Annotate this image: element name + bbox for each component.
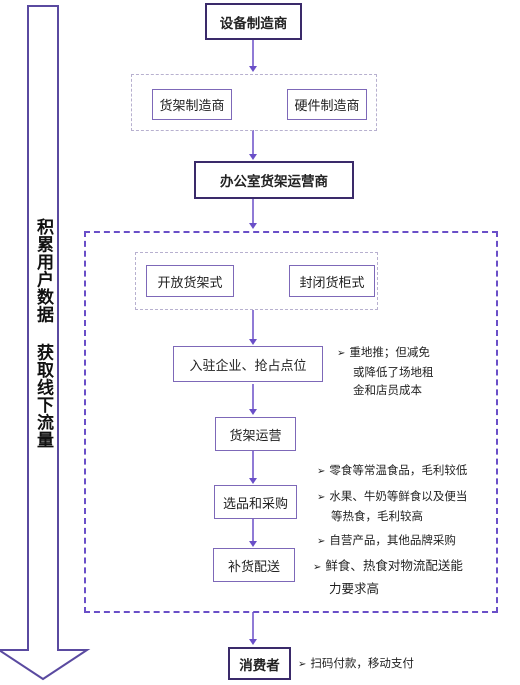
node-open-shelf: 开放货架式 [146,265,234,297]
side-label: 积累用户数据 获取线下流量 [33,218,53,449]
note-enter-company: ➢重地推；但减免 或降低了场地租 金和店员成本 [337,345,434,397]
operation-frame [84,231,498,613]
node-office-shelf-operator: 办公室货架运营商 [194,161,354,199]
node-closed-cabinet: 封闭货柜式 [289,265,375,297]
node-restock-delivery: 补货配送 [213,548,295,582]
arrowhead-8 [249,639,257,645]
arrowhead-3 [249,223,257,229]
node-enter-company: 入驻企业、抢占点位 [173,346,323,382]
node-consumer: 消费者 [228,647,291,680]
node-shelf-operation: 货架运营 [215,417,296,451]
arrowhead-7 [249,541,257,547]
arrowhead-4 [249,339,257,345]
big-down-arrow [0,5,91,681]
shelf-type-group [135,252,378,310]
arrowhead-1 [249,66,257,72]
node-shelf-maker: 货架制造商 [152,89,232,120]
node-hardware-maker: 硬件制造商 [287,89,367,120]
node-selection-purchase: 选品和采购 [214,485,297,519]
node-equipment-maker: 设备制造商 [205,3,302,40]
bullet-marker: ➢ [337,348,346,359]
note-restock: ➢鲜食、热食对物流配送能 力要求高 [313,558,463,596]
arrowhead-5 [249,409,257,415]
arrowhead-6 [249,478,257,484]
note-selection: ➢零食等常温食品，毛利较低 ➢水果、牛奶等鲜食以及便当 等热食，毛利较高 ➢自营… [317,463,468,547]
arrowhead-2 [249,154,257,160]
note-consumer: ➢扫码付款，移动支付 [298,656,414,670]
maker-group [131,74,377,131]
